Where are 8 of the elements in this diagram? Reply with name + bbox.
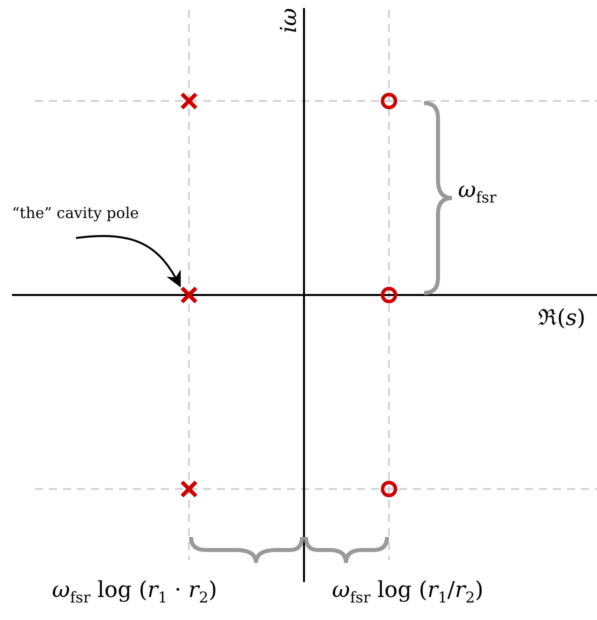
- axis-label: ℜ(s): [538, 308, 586, 330]
- brace-label: ω$_{fsr}$: [458, 180, 496, 206]
- leader-arrow: [76, 235, 181, 288]
- axis-label: iω: [279, 8, 301, 33]
- annotation-text: “the” cavity pole: [12, 203, 172, 224]
- pole-marker: [180, 286, 198, 304]
- brace-label: ω$_{fsr}$ log (r$_{1}$/r$_{2}$): [332, 580, 484, 606]
- brace-label: ω$_{fsr}$ log (r$_{1}$ · r$_{2}$): [52, 580, 218, 606]
